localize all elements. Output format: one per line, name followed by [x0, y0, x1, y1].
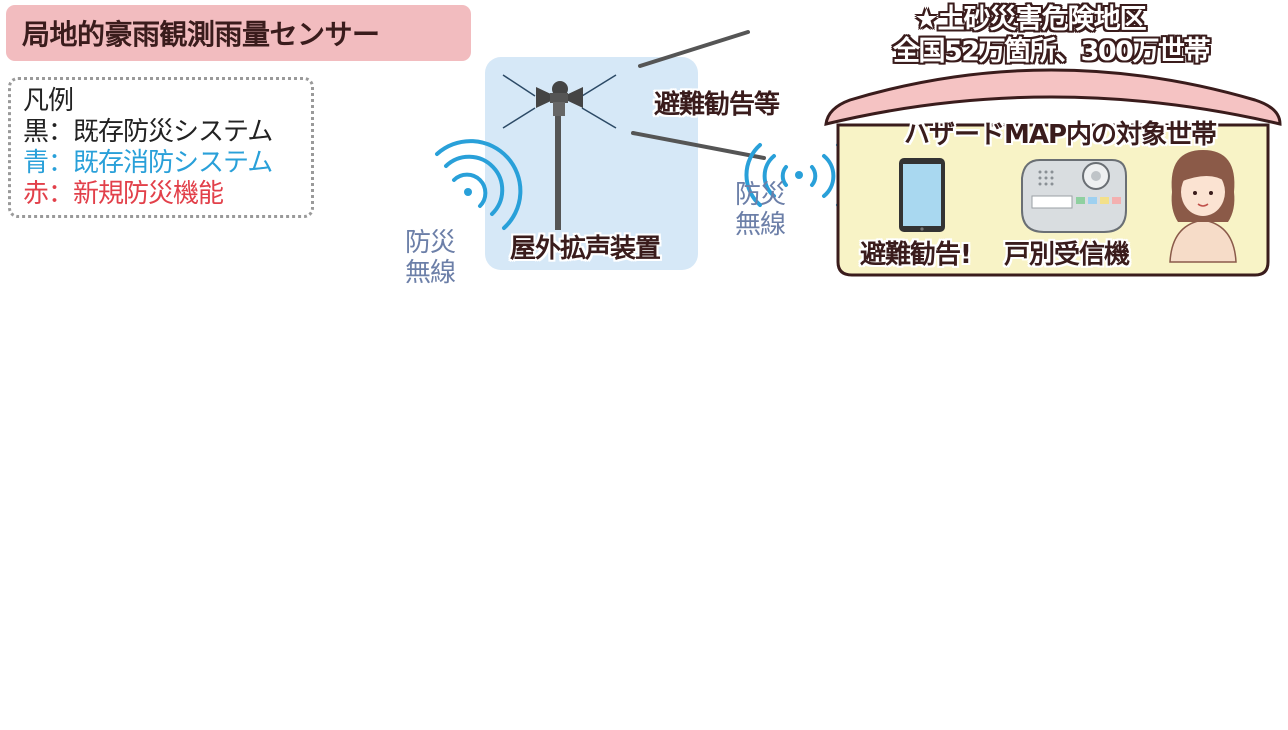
house-title: ハザードMAP内の対象世帯	[903, 120, 1217, 150]
page-title: 局地的豪雨観測雨量センサー	[22, 18, 380, 51]
receiver-icon	[1021, 159, 1127, 233]
tablet-label: 避難勧告!	[860, 240, 972, 270]
link-line-upper	[638, 30, 750, 68]
tablet-icon	[899, 158, 945, 232]
legend-red: 赤：新規防災機能	[23, 179, 224, 209]
receiver-label: 戸別受信機	[1004, 240, 1130, 270]
speaker-label: 屋外拡声装置	[510, 234, 661, 264]
wireless-wave-left-icon	[435, 139, 523, 230]
diagram-graphics	[435, 30, 1282, 277]
wireless-label-right: 防災 無線	[735, 180, 786, 240]
wireless-label-left: 防災 無線	[405, 228, 456, 288]
link-line-lower	[631, 131, 766, 160]
legend-box: 凡例 黒：既存防災システム 青：既存消防システム 赤：新規防災機能	[8, 77, 314, 218]
legend-black: 黒：既存防災システム	[23, 117, 273, 147]
wireless-right-line1: 防災	[735, 180, 786, 210]
wireless-left-line1: 防災	[405, 228, 456, 258]
wireless-right-line2: 無線	[735, 210, 786, 240]
danger-area-line2: 全国52万箇所、300万世帯	[893, 36, 1210, 67]
danger-area-line1: ★土砂災害危険地区	[914, 4, 1146, 35]
speaker-panel	[485, 57, 698, 270]
loudspeaker-icon	[502, 74, 617, 230]
legend-heading: 凡例	[23, 86, 74, 116]
wireless-left-line2: 無線	[405, 258, 456, 288]
resident-avatar-icon	[1169, 150, 1237, 263]
evacuation-label: 避難勧告等	[654, 90, 780, 120]
legend-blue: 青：既存消防システム	[23, 148, 273, 178]
title-box: 局地的豪雨観測雨量センサー	[6, 5, 471, 61]
